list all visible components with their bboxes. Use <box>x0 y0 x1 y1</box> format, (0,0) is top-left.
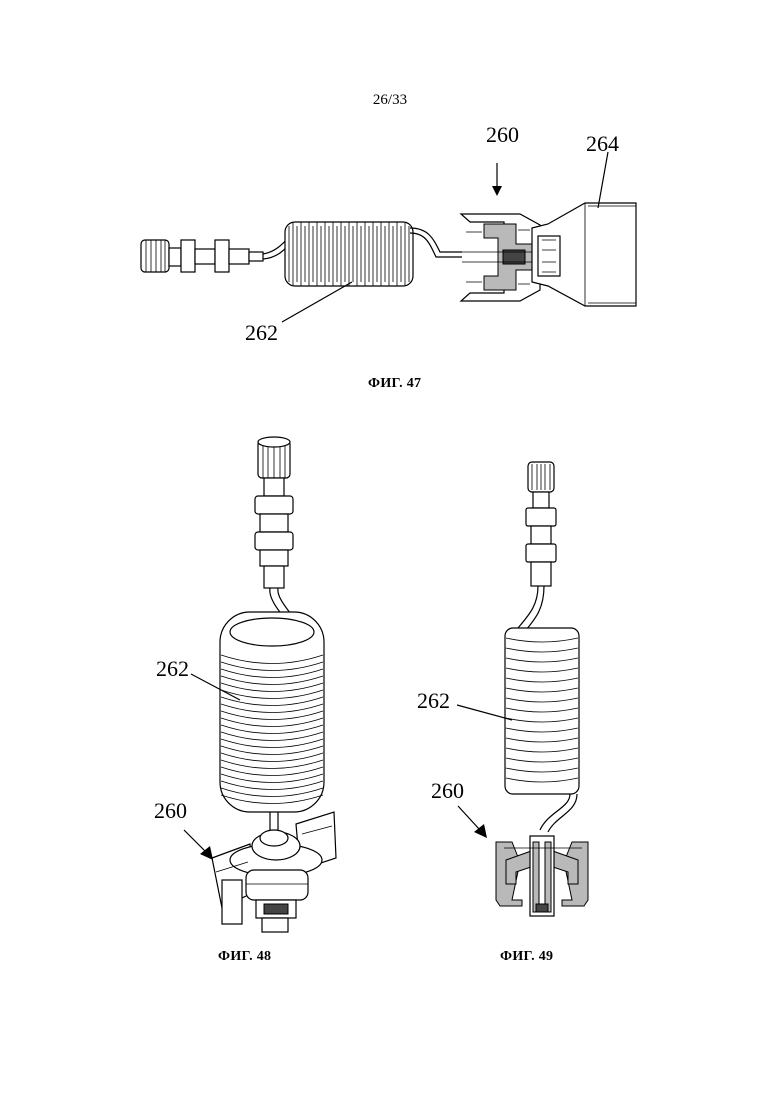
connector-cap <box>528 462 554 492</box>
caption-fig49: ФИГ. 49 <box>500 949 553 965</box>
leader-262-fig49 <box>457 705 512 720</box>
coiled-tube <box>505 628 579 794</box>
label-260-fig49: 260 <box>431 780 464 802</box>
connector-body <box>526 492 556 586</box>
label-262-fig49: 262 <box>417 690 450 712</box>
arrow-260-fig49 <box>458 806 480 830</box>
valve-assembly <box>496 836 588 916</box>
